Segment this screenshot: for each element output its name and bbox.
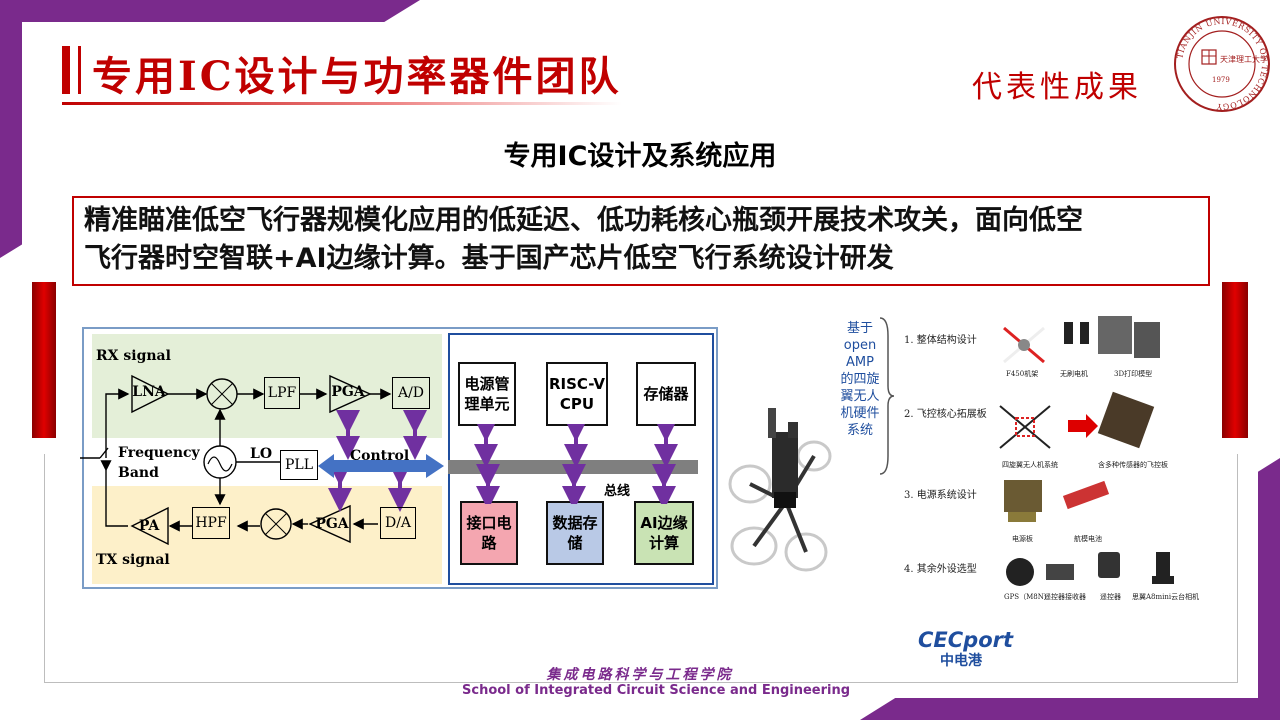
drone-item-frame: F450机架: [1006, 370, 1039, 378]
drone-section-2-title: 2. 飞控核心拓展板: [904, 409, 987, 420]
ai-edge-compute-block: AI边缘计算: [634, 501, 694, 565]
page-title: 专用IC设计与功率器件团队: [92, 53, 622, 100]
description-box: 精准瞄准低空飞行器规模化应用的低延迟、低功耗核心瓶颈开展技术攻关，面向低空 飞行…: [72, 196, 1210, 286]
interface-circuit-block: 接口电路: [460, 501, 518, 565]
drone-brace: [879, 317, 894, 475]
drone-item-3d-model: 3D打印模型: [1114, 370, 1153, 378]
quadcopter-image: [728, 408, 832, 572]
hpf-block: HPF: [192, 507, 230, 539]
band-label: Band: [118, 465, 159, 481]
drone-item-quad-system: 四旋翼无人机系统: [1002, 461, 1058, 469]
school-name-en: School of Integrated Circuit Science and…: [462, 683, 851, 698]
ad-block: A/D: [392, 377, 430, 409]
drone-item-motor: 无刷电机: [1060, 370, 1088, 378]
school-name-cn: 集成电路科学与工程学院: [546, 667, 734, 683]
lo-label: LO: [250, 446, 273, 462]
lower-frame: [44, 454, 1238, 683]
pll-block: PLL: [280, 450, 318, 480]
description-line-1: 精准瞄准低空飞行器规模化应用的低延迟、低功耗核心瓶颈开展技术攻关，面向低空: [84, 205, 1083, 236]
university-seal-logo: TIANJIN UNIVERSITY OF TECHNOLOGY 天津理工大学 …: [1174, 16, 1270, 112]
rf-signal-paths: [80, 374, 444, 546]
title-accent-bar: [62, 46, 70, 94]
da-block: D/A: [380, 507, 416, 539]
hardware-photos: [999, 316, 1174, 586]
title-underline: [62, 102, 622, 105]
power-management-block: 电源管理单元: [458, 362, 516, 426]
right-red-accent: [1222, 282, 1248, 438]
memory-block: 存储器: [636, 362, 696, 426]
rx-region: [92, 334, 442, 438]
lna-block: LNA: [132, 384, 166, 400]
drone-caption: 基于open AMP的四旋翼无人机硬件系统: [840, 321, 880, 438]
pa-block: PA: [138, 518, 160, 534]
lpf-block: LPF: [264, 377, 300, 409]
data-storage-block: 数据存储: [546, 501, 604, 565]
cecport-cn-logo: 中电港: [940, 653, 982, 669]
drone-section-1-title: 1. 整体结构设计: [904, 335, 977, 346]
section-subtitle: 专用IC设计及系统应用: [503, 141, 777, 172]
drone-item-receiver: 遥控器接收器: [1044, 593, 1086, 601]
soc-box: [448, 333, 714, 585]
title-accent-bar-thin: [78, 46, 81, 94]
left-red-accent: [32, 282, 56, 438]
control-label: Control: [350, 448, 410, 464]
drone-item-gps: GPS（M8N）: [1004, 593, 1051, 601]
risc-v-cpu-block: RISC-V CPU: [546, 362, 608, 426]
drone-item-power-board: 电源板: [1012, 535, 1033, 543]
seal-cn-text: 天津理工大学: [1220, 54, 1268, 64]
description-line-2: 飞行器时空智联+AI边缘计算。基于国产芯片低空飞行系统设计研发: [84, 243, 894, 274]
rx-signal-label: RX signal: [96, 348, 171, 364]
tx-signal-label: TX signal: [96, 552, 170, 568]
frequency-label: Frequency: [118, 445, 200, 461]
drone-item-gimbal-camera: 思翼A8mini云台相机: [1132, 593, 1200, 601]
drone-section-4-title: 4. 其余外设选型: [904, 564, 977, 575]
seal-year: 1979: [1212, 76, 1230, 84]
cecport-logo: CECport: [918, 628, 1014, 652]
representative-results-tag: 代表性成果: [972, 70, 1142, 105]
drone-item-battery: 航模电池: [1074, 535, 1102, 543]
drone-item-flight-board: 含多种传感器的飞控板: [1098, 461, 1168, 469]
bus-label: 总线: [604, 484, 631, 499]
pga-tx-block: PGA: [315, 516, 349, 532]
pga-rx-block: PGA: [331, 384, 365, 400]
soc-bus-arrows: [474, 424, 678, 504]
drone-section-3-title: 3. 电源系统设计: [904, 490, 977, 501]
drone-item-remote: 遥控器: [1100, 593, 1121, 601]
